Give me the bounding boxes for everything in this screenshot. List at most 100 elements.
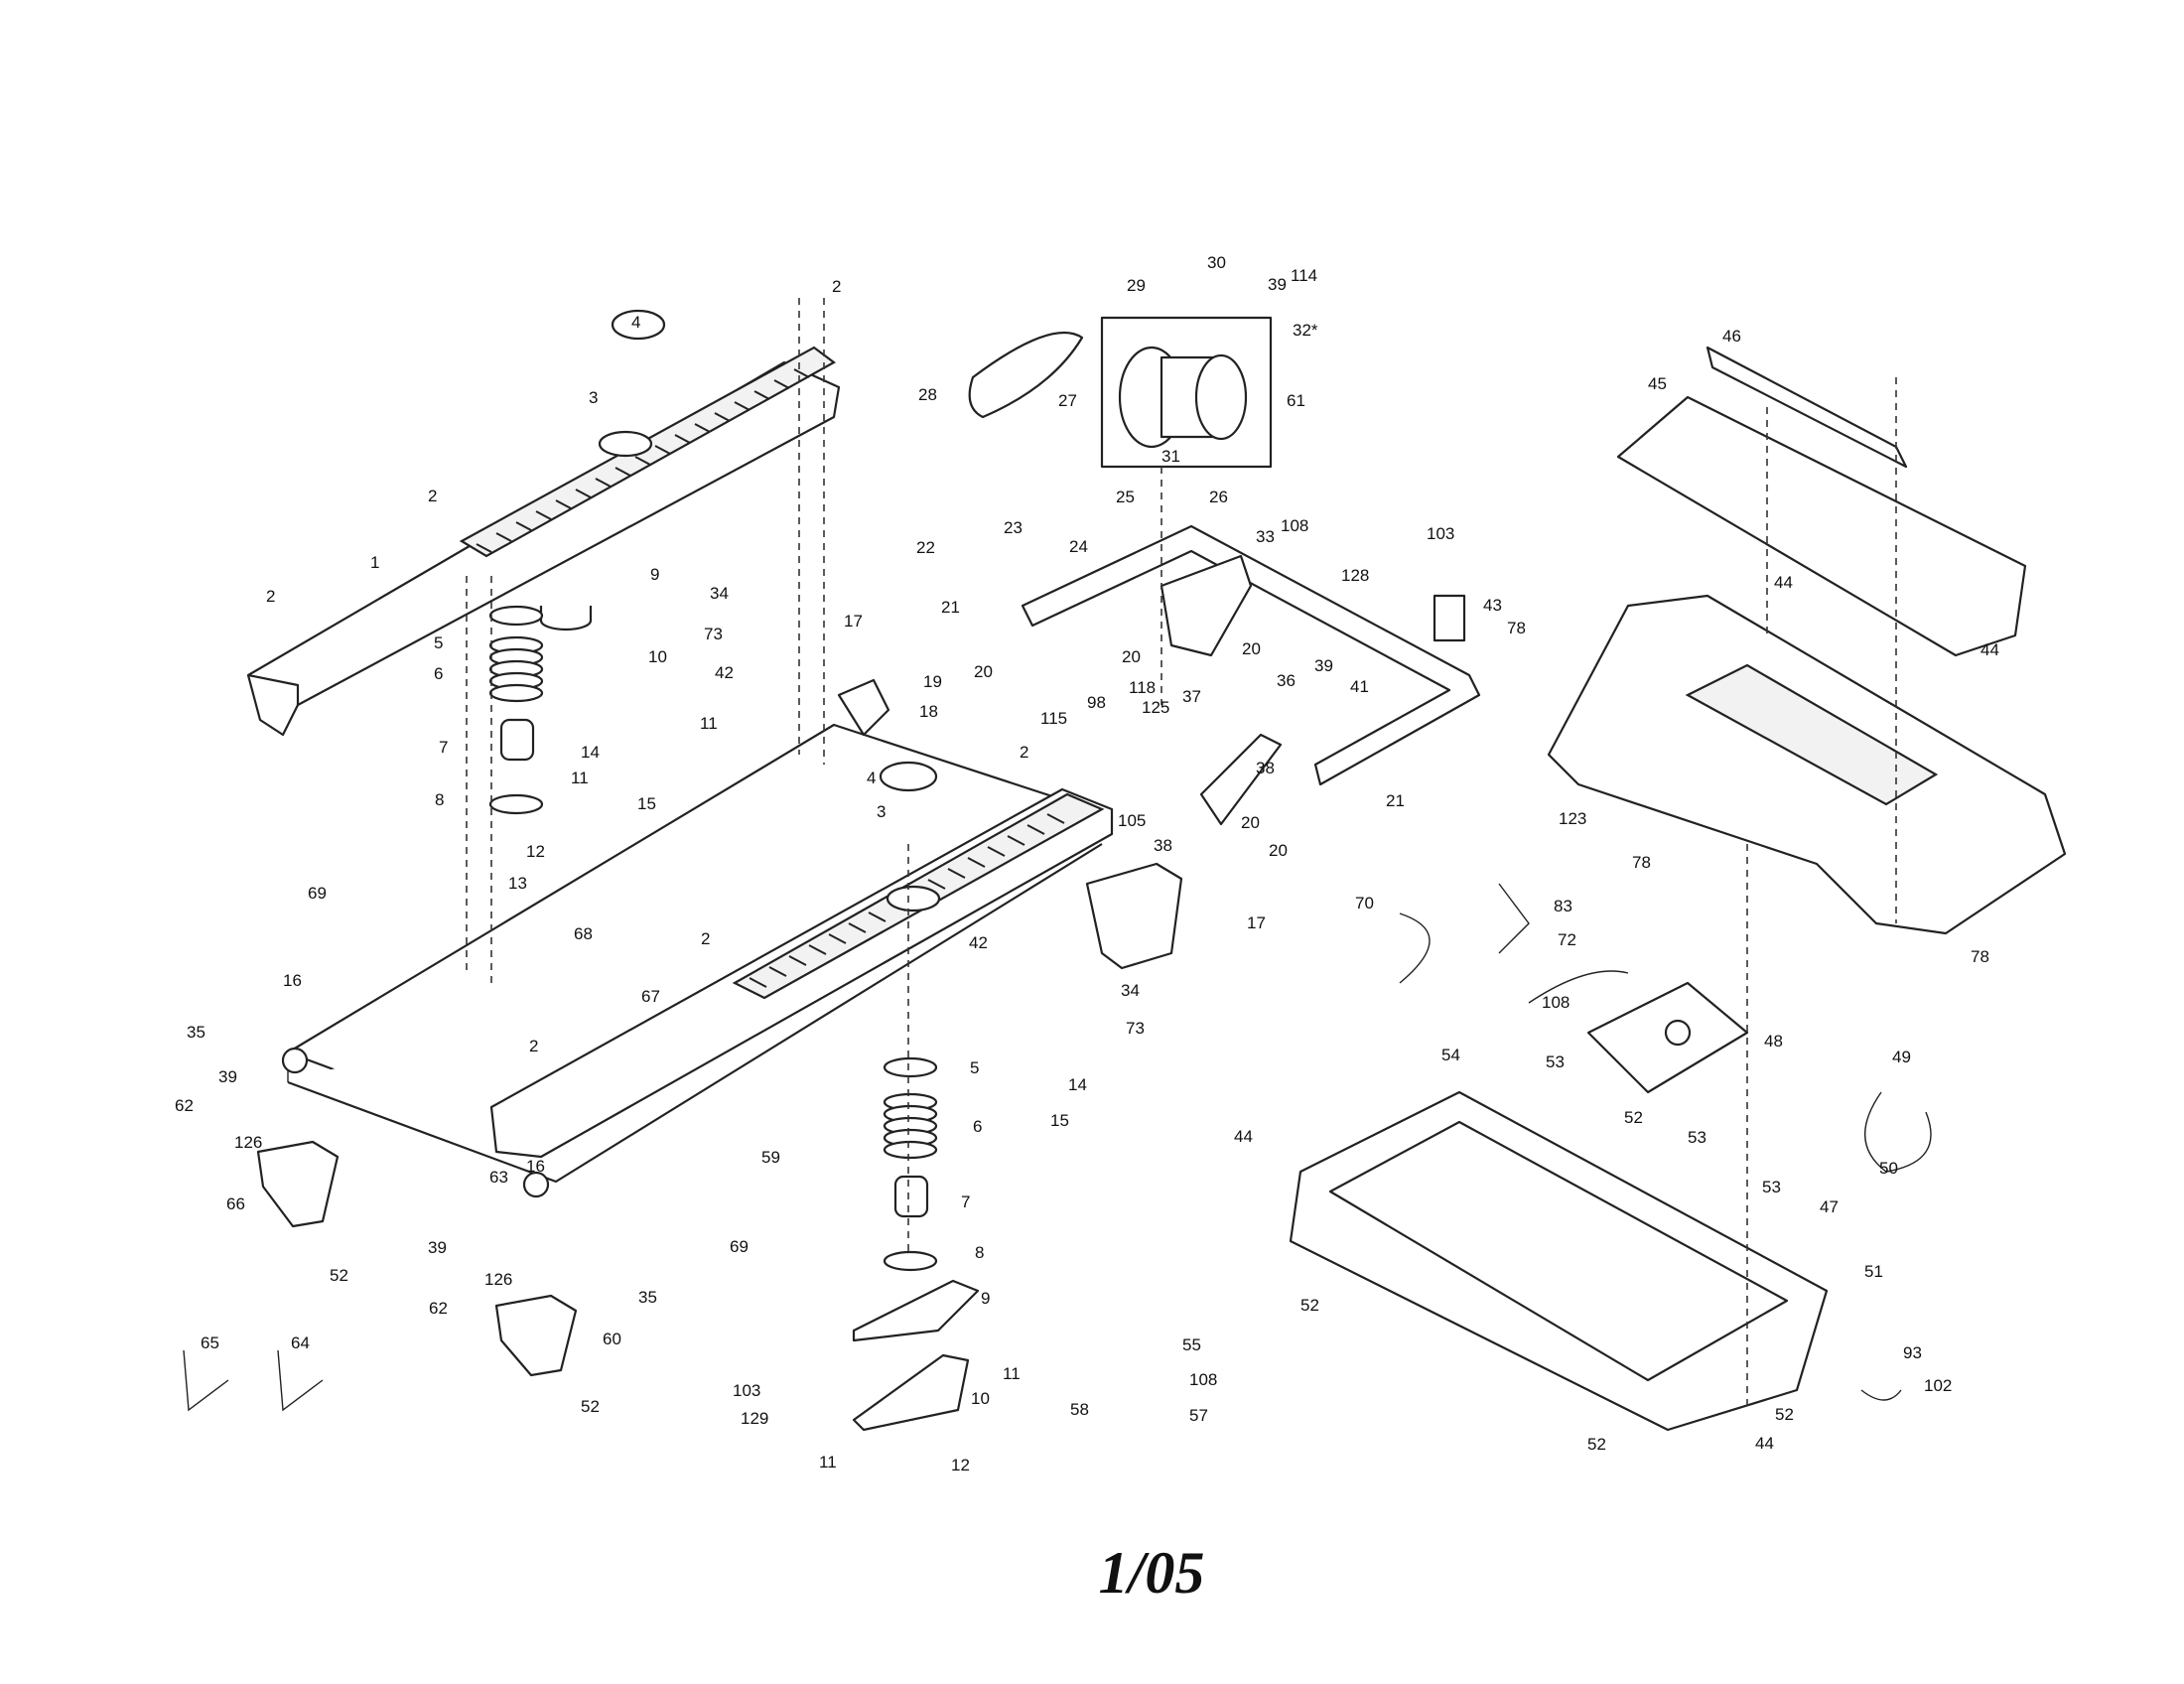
- callout-108: 108: [1281, 516, 1308, 535]
- callout-72: 72: [1558, 930, 1576, 949]
- callout-2: 2: [529, 1037, 538, 1055]
- callout-2: 2: [832, 277, 841, 296]
- callout-16: 16: [283, 971, 302, 990]
- callout-20: 20: [1241, 813, 1260, 832]
- callout-66: 66: [226, 1194, 245, 1213]
- callout-69: 69: [730, 1237, 749, 1256]
- callout-45: 45: [1648, 374, 1667, 393]
- callout-31: 31: [1161, 447, 1180, 466]
- callout-30: 30: [1207, 253, 1226, 272]
- callout-11: 11: [1003, 1364, 1021, 1383]
- callout-16: 16: [526, 1157, 545, 1176]
- callout-37: 37: [1182, 687, 1201, 706]
- motor-assembly: [968, 316, 1273, 469]
- callout-61: 61: [1287, 391, 1305, 410]
- callout-44: 44: [1755, 1434, 1774, 1453]
- callout-58: 58: [1070, 1400, 1089, 1419]
- assembly-lines: [466, 298, 1897, 1410]
- callout-26: 26: [1209, 488, 1228, 506]
- callout-21: 21: [1386, 791, 1405, 810]
- callout-11: 11: [700, 714, 718, 733]
- callout-labels: 2 4 3 2 2 1 5 6 7 8 9 10 11 11 14 15 12 …: [175, 253, 1999, 1474]
- callout-102: 102: [1924, 1376, 1952, 1395]
- callout-50: 50: [1879, 1159, 1898, 1178]
- callout-39: 39: [218, 1067, 237, 1086]
- lift-frame: [1021, 524, 1481, 826]
- callout-23: 23: [1004, 518, 1023, 537]
- callout-126: 126: [484, 1270, 512, 1289]
- callout-29: 29: [1127, 276, 1146, 295]
- callout-22: 22: [916, 538, 935, 557]
- callout-125: 125: [1142, 698, 1169, 717]
- callout-10: 10: [648, 647, 667, 666]
- base-pan: [1289, 1090, 1829, 1432]
- callout-20: 20: [974, 662, 993, 681]
- callout-42: 42: [969, 933, 988, 952]
- callout-13: 13: [508, 874, 527, 893]
- callout-38: 38: [1256, 759, 1275, 777]
- callout-5: 5: [970, 1058, 979, 1077]
- callout-10: 10: [971, 1389, 990, 1408]
- callout-108: 108: [1542, 993, 1570, 1012]
- callout-52: 52: [1775, 1405, 1794, 1424]
- callout-17: 17: [844, 612, 863, 631]
- callout-2: 2: [701, 929, 710, 948]
- callout-12: 12: [526, 842, 545, 861]
- callout-12: 12: [951, 1456, 970, 1474]
- callout-20: 20: [1122, 647, 1141, 666]
- callout-15: 15: [1050, 1111, 1069, 1130]
- callout-8: 8: [435, 790, 444, 809]
- callout-70: 70: [1355, 894, 1374, 912]
- callout-64: 64: [291, 1333, 310, 1352]
- callout-123: 123: [1559, 809, 1586, 828]
- callout-53: 53: [1688, 1128, 1706, 1147]
- callout-6: 6: [973, 1117, 982, 1136]
- callout-2: 2: [1020, 743, 1028, 762]
- callout-25: 25: [1116, 488, 1135, 506]
- callout-52: 52: [1624, 1108, 1643, 1127]
- callout-39: 39: [1268, 275, 1287, 294]
- callout-129: 129: [741, 1409, 768, 1428]
- callout-34: 34: [710, 584, 729, 603]
- callout-73: 73: [704, 625, 723, 643]
- callout-126: 126: [234, 1133, 262, 1152]
- callout-2: 2: [428, 487, 437, 505]
- callout-78: 78: [1632, 853, 1651, 872]
- callout-9: 9: [981, 1289, 990, 1308]
- callout-34: 34: [1121, 981, 1140, 1000]
- callout-44: 44: [1980, 640, 1999, 659]
- callout-9: 9: [650, 565, 659, 584]
- callout-47: 47: [1820, 1197, 1839, 1216]
- callout-11: 11: [571, 769, 589, 787]
- callout-5: 5: [434, 633, 443, 652]
- callout-65: 65: [201, 1333, 219, 1352]
- callout-51: 51: [1864, 1262, 1883, 1281]
- callout-7: 7: [961, 1193, 970, 1211]
- callout-69: 69: [308, 884, 327, 903]
- callout-53: 53: [1762, 1178, 1781, 1196]
- callout-8: 8: [975, 1243, 984, 1262]
- callout-54: 54: [1441, 1046, 1460, 1064]
- left-spring-stack: [488, 605, 593, 815]
- callout-115: 115: [1040, 709, 1067, 728]
- callout-114: 114: [1291, 266, 1317, 285]
- callout-32: 32*: [1293, 321, 1318, 340]
- callout-20: 20: [1242, 639, 1261, 658]
- callout-105: 105: [1118, 811, 1146, 830]
- callout-55: 55: [1182, 1335, 1201, 1354]
- callout-62: 62: [175, 1096, 194, 1115]
- right-side-rail: [489, 761, 1183, 1159]
- callout-14: 14: [581, 743, 600, 762]
- callout-11: 11: [819, 1453, 837, 1472]
- page-revision-label: 1/05: [1098, 1540, 1205, 1606]
- callout-1: 1: [370, 553, 379, 572]
- callout-103: 103: [733, 1381, 760, 1400]
- callout-19: 19: [923, 672, 942, 691]
- callout-20: 20: [1269, 841, 1288, 860]
- wires-and-cords: [1399, 883, 1932, 1401]
- callout-27: 27: [1058, 391, 1077, 410]
- callout-57: 57: [1189, 1406, 1208, 1425]
- callout-53: 53: [1546, 1052, 1565, 1071]
- left-side-rail: [246, 309, 841, 737]
- callout-108: 108: [1189, 1370, 1217, 1389]
